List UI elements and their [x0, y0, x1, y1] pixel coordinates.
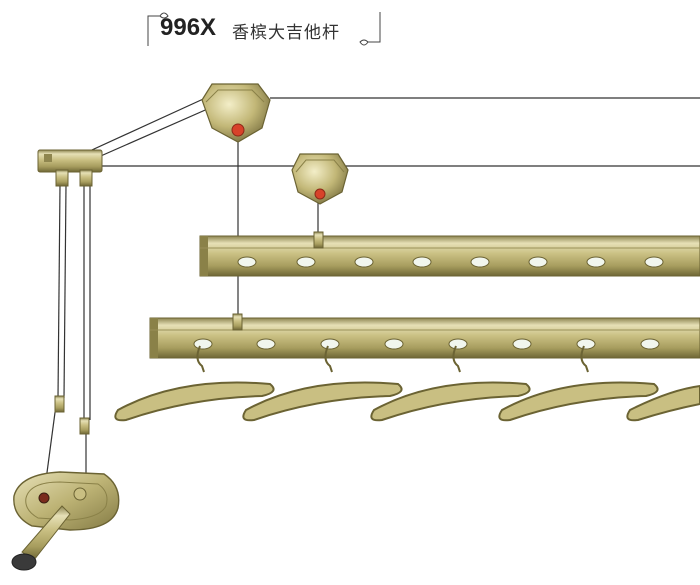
hanger-4	[498, 345, 659, 422]
wall-bracket	[37, 149, 103, 187]
product-name: 香槟大吉他杆	[232, 23, 340, 43]
hand-crank-winder	[11, 471, 120, 571]
hanger-5	[626, 384, 700, 422]
hanger-1	[114, 345, 275, 422]
product-model: 996X	[160, 14, 217, 41]
hanger-3	[370, 345, 531, 422]
rope-stopper-right	[79, 417, 90, 435]
upper-drying-bar	[199, 231, 700, 277]
rope-stopper-left	[54, 395, 65, 413]
title-frame-ornament	[147, 12, 381, 46]
hangers	[114, 345, 700, 422]
ropes	[45, 94, 700, 481]
lower-drying-bar	[149, 313, 700, 359]
product-title-frame: 996X 香槟大吉他杆	[146, 10, 382, 48]
ceiling-pulley-large	[201, 83, 271, 143]
hanger-2	[242, 345, 403, 422]
ceiling-pulley-small	[291, 153, 349, 205]
